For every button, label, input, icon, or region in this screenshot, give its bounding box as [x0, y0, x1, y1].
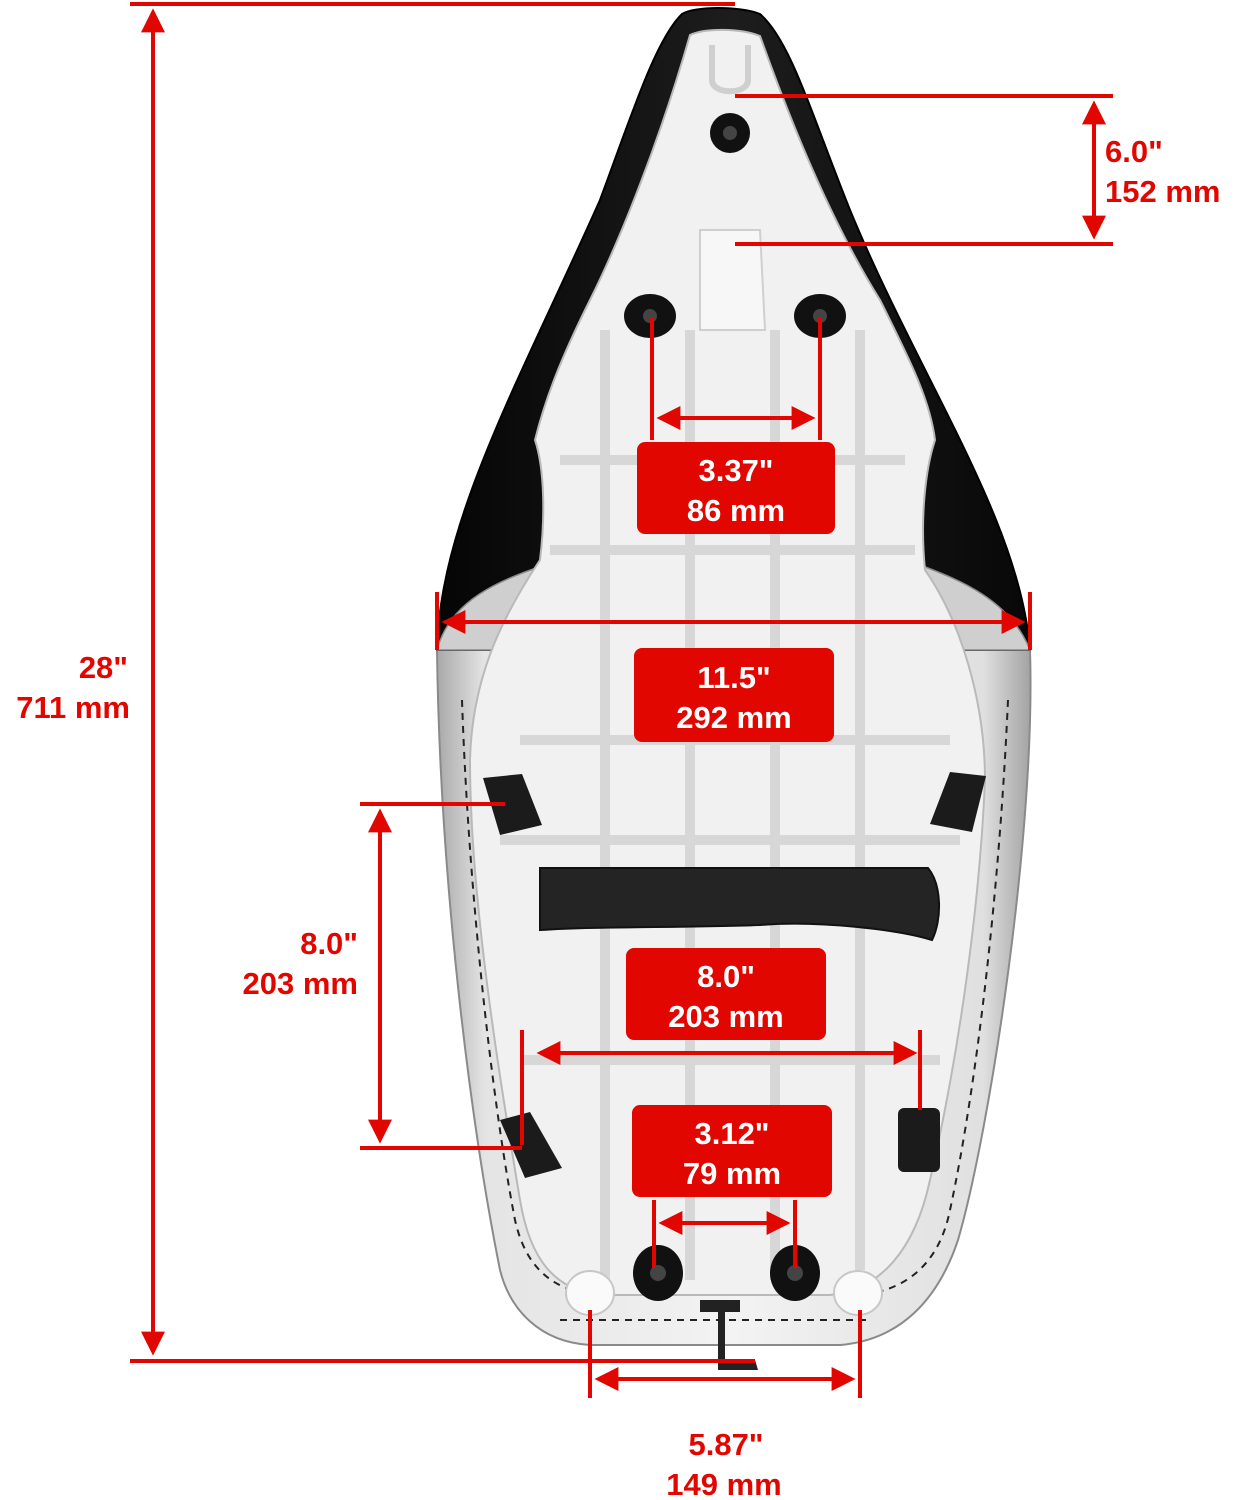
- rear-tab-mm: 149 mm: [666, 1467, 781, 1500]
- stitch-seam: [461, 699, 596, 1296]
- grommet-front: [710, 113, 750, 153]
- pad-horizontal-mm: 203 mm: [668, 999, 783, 1034]
- grommet-front-right: [794, 294, 846, 338]
- side-pad-upper-right: [930, 772, 986, 832]
- label-box-front-bolt: [637, 442, 835, 534]
- dimension-lines: [130, 2, 1113, 1398]
- overall-length-inches: 28": [79, 650, 128, 685]
- grommet-rear-left: [633, 1245, 683, 1301]
- rear-tab-inches: 5.87": [688, 1427, 763, 1462]
- front-mount-tab: [699, 229, 767, 331]
- grommets: [624, 113, 846, 1301]
- stitch-seam-right: [859, 699, 1009, 1296]
- side-pad-lower-right: [898, 1108, 940, 1172]
- front-spacing-mm: 152 mm: [1105, 174, 1220, 209]
- pad-vertical-inches: 8.0": [300, 926, 358, 961]
- front-hook: [709, 45, 751, 95]
- width-inches: 11.5": [697, 660, 770, 695]
- rear-bolt-mm: 79 mm: [683, 1156, 781, 1191]
- pad-vertical-mm: 203 mm: [243, 966, 358, 1001]
- side-pad-upper-left: [483, 774, 542, 835]
- label-box-pad-horizontal: [626, 948, 826, 1040]
- dimension-label-boxes: [626, 442, 835, 1197]
- rear-bolt-inches: 3.12": [694, 1116, 769, 1151]
- label-box-rear-bolt: [632, 1105, 832, 1197]
- foam-strip: [539, 867, 941, 942]
- front-bolt-mm: 86 mm: [687, 493, 785, 528]
- front-spacing-inches: 6.0": [1105, 134, 1163, 169]
- grommet-rear-right: [770, 1245, 820, 1301]
- side-pad-lower-left: [500, 1112, 562, 1178]
- dimension-labels: 28" 711 mm 6.0" 152 mm 3.37" 86 mm 11.5"…: [16, 134, 1220, 1500]
- rear-tab-left: [565, 1270, 615, 1316]
- pad-horizontal-inches: 8.0": [697, 959, 755, 994]
- rear-tab-right: [833, 1270, 883, 1316]
- front-bolt-inches: 3.37": [698, 453, 773, 488]
- overall-length-mm: 711 mm: [16, 690, 130, 725]
- width-mm: 292 mm: [676, 700, 791, 735]
- label-box-width: [634, 648, 834, 742]
